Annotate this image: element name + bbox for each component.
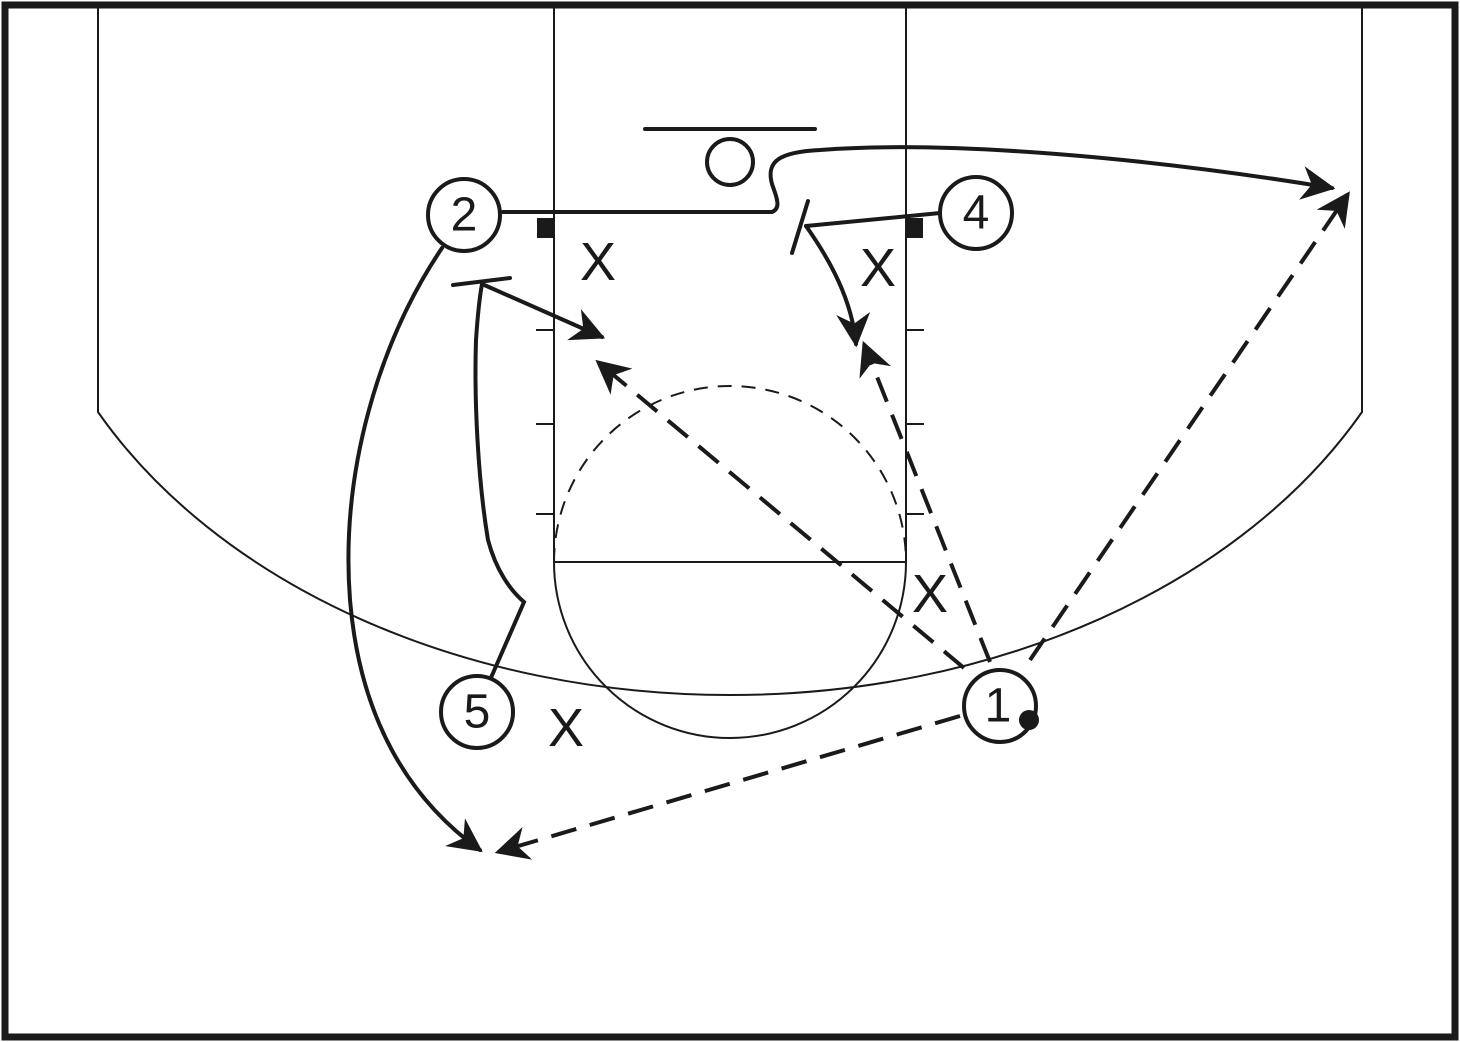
player-5: 5: [439, 674, 515, 750]
player-2: 2: [426, 177, 502, 253]
screen-4-path: [804, 211, 942, 228]
cut-5-to-lane: [480, 282, 606, 341]
three-point-line: [97, 8, 1363, 696]
player-1-label: 1: [985, 680, 1012, 733]
player-4-label: 4: [963, 187, 990, 240]
rim: [705, 137, 755, 187]
cut-2-baseline: [501, 145, 1336, 214]
pass-1-to-left-corner: [494, 714, 961, 860]
player-2-label: 2: [451, 189, 478, 242]
player-4: 4: [938, 175, 1014, 251]
lane-hash-marks: [536, 218, 924, 515]
screen-4-mark: [790, 199, 810, 255]
defender-x-left-block: X: [580, 232, 616, 292]
screen-5-path: [473, 282, 527, 682]
free-throw-circle-lower: [553, 561, 907, 739]
player-1: 1: [962, 668, 1039, 744]
cut-4-to-lane: [804, 224, 871, 348]
cut-2-corner: [346, 246, 483, 852]
defender-x-right-block: X: [860, 238, 896, 298]
ball-icon: [1019, 710, 1039, 730]
defender-x-left-wing: X: [548, 698, 584, 758]
free-throw-circle-upper: [553, 385, 907, 563]
player-5-label: 5: [464, 686, 491, 739]
screen-5-mark: [451, 276, 512, 287]
pass-1-to-right-wing: [1028, 191, 1350, 662]
pass-1-to-right-lane: [859, 340, 992, 663]
defender-x-elbow: X: [912, 564, 948, 624]
